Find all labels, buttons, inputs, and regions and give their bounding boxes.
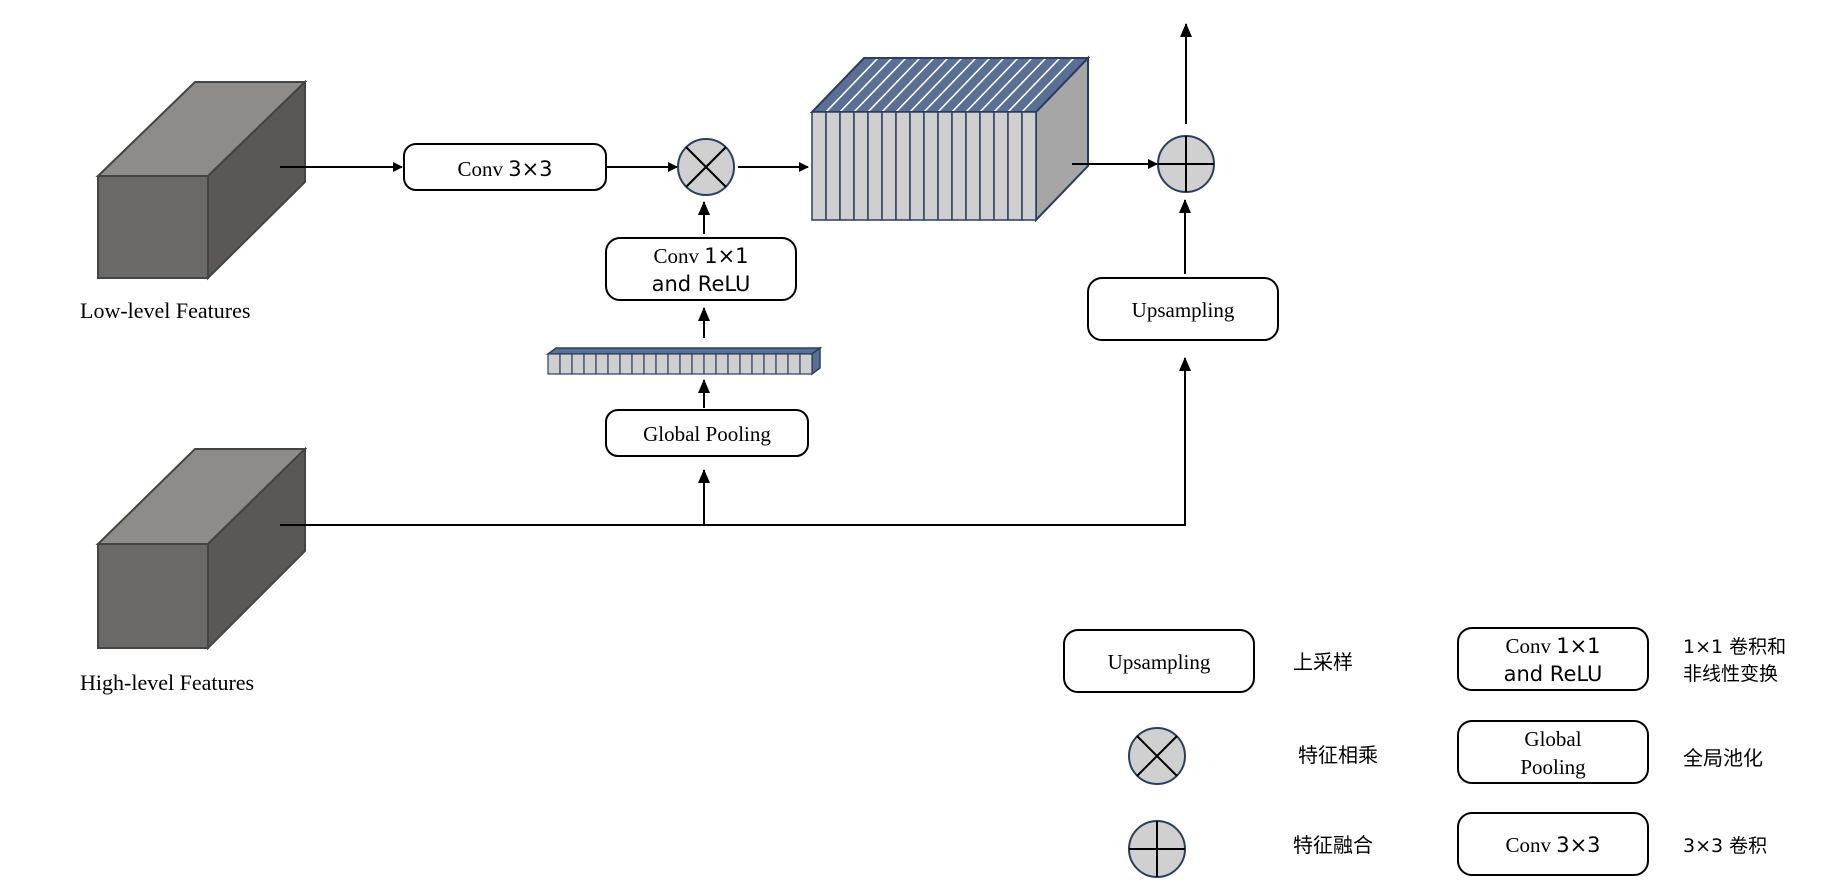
legend: Upsampling 上采样 Conv 1×1 and ReLU 1×1 卷积和… (1063, 627, 1786, 878)
conv1x1-relu-block (605, 237, 797, 301)
legend-conv1x1-line2: and ReLU (1504, 662, 1603, 686)
legend-global-pooling-box (1457, 720, 1649, 784)
global-pooling-block (605, 409, 809, 457)
conv1x1-block-line2: and ReLU (652, 272, 751, 296)
legend-conv3x3-label: Conv 3×3 (1505, 833, 1600, 857)
legend-conv1x1-desc-line1: 1×1 卷积和 (1683, 636, 1786, 658)
legend-global-pooling-desc: 全局池化 (1683, 746, 1763, 770)
low-cube-front (97, 175, 209, 279)
global-pooling-block-label: Global Pooling (643, 422, 771, 446)
weighted-feature-map (809, 55, 1091, 223)
legend-multiply-symbol (1128, 727, 1186, 785)
legend-upsampling-box-label: Upsampling (1108, 650, 1211, 674)
high-level-feature-cube (95, 446, 308, 651)
multiply-operator (677, 138, 735, 196)
add-operator (1157, 135, 1215, 193)
legend-conv1x1-line1: Conv 1×1 (1505, 634, 1600, 658)
legend-conv3x3-desc: 3×3 卷积 (1683, 835, 1767, 857)
legend-add-desc: 特征融合 (1293, 833, 1373, 857)
low-level-feature-cube (95, 79, 308, 281)
conv1x1-block-line1: Conv 1×1 (653, 244, 748, 268)
legend-conv1x1-desc-line2: 非线性变换 (1683, 663, 1778, 685)
high-level-features-label: High-level Features (80, 670, 254, 695)
low-level-features-label: Low-level Features (80, 298, 250, 323)
legend-add-symbol (1128, 820, 1186, 878)
conv3x3-block-label: Conv 3×3 (457, 157, 552, 181)
upsampling-block-label: Upsampling (1132, 298, 1235, 322)
legend-global-pooling-line1: Global (1524, 727, 1581, 751)
high-cube-front (97, 543, 209, 649)
legend-upsampling-box (1063, 629, 1255, 693)
legend-conv3x3-box (1457, 812, 1649, 876)
upsampling-block (1087, 277, 1279, 341)
legend-global-pooling-line2: Pooling (1520, 755, 1586, 779)
legend-upsampling-desc: 上采样 (1293, 650, 1353, 674)
legend-multiply-desc: 特征相乘 (1298, 743, 1378, 767)
pooled-channel-vector (545, 346, 823, 376)
legend-conv1x1-box (1457, 627, 1649, 691)
high-level-path (280, 357, 1191, 526)
